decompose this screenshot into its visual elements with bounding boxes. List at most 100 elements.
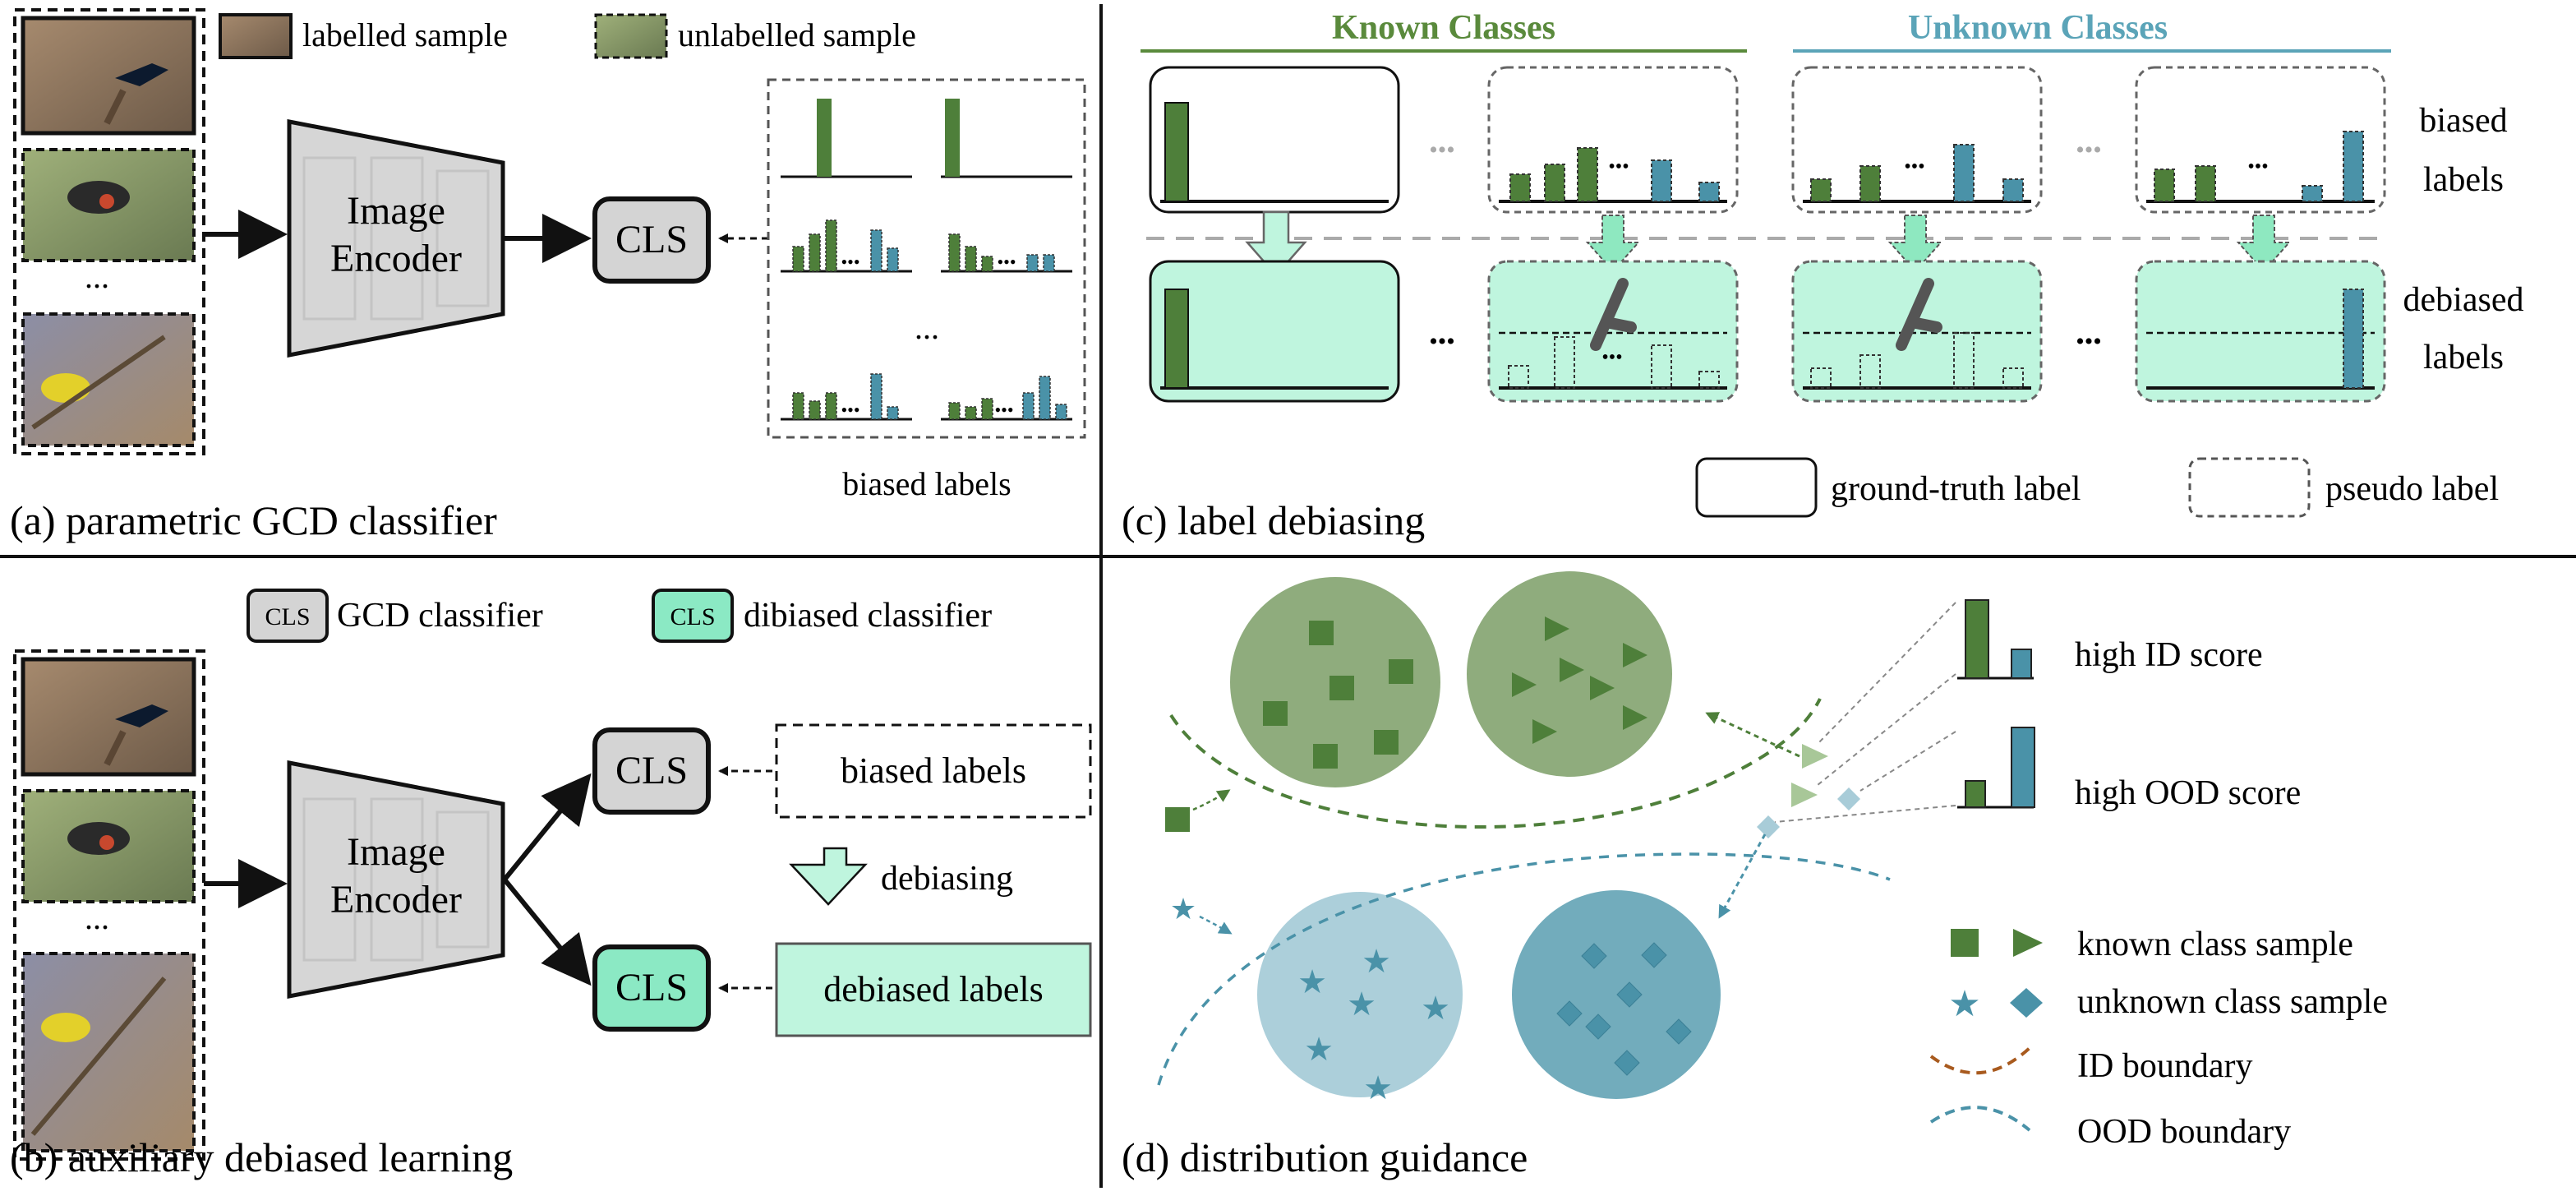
cls-box: [592, 196, 711, 284]
row2-label-line1: debiased: [2403, 281, 2524, 319]
debiasing-label: debiasing: [881, 860, 1013, 898]
svg-text:•••: •••: [841, 399, 859, 420]
boundary-diamond-2: [1757, 815, 1780, 838]
id-boundary-curve: [1169, 698, 1822, 829]
gt-bar: [1164, 102, 1189, 202]
bird-photo-1: [21, 16, 196, 136]
gt-label-legend-text: ground-truth label: [1831, 470, 2081, 508]
down-arrow-u2: [2236, 215, 2292, 273]
svg-text:•••: •••: [1601, 347, 1622, 368]
debiased-bars-u1: [1810, 332, 2024, 389]
panel-b-caption: (b) auxiliary debiased learning: [10, 1134, 513, 1180]
encoder-label-line2: Encoder: [330, 237, 462, 280]
debiasing-arrow-icon: [789, 847, 868, 906]
panel-d: ★ ★ ★ ★ ★ ★ ★: [1122, 571, 2388, 1180]
bird-photo-3: [21, 312, 196, 447]
debiased-labels-text-b: debiased labels: [823, 969, 1044, 1009]
down-arrow-u1: [1887, 215, 1943, 273]
pull-to-unknown-arrow: [1718, 834, 1767, 919]
legend-ood-boundary: [1929, 1106, 2031, 1132]
biased-labels-caption: biased labels: [842, 465, 1012, 502]
svg-text:★: ★: [1297, 963, 1327, 1000]
guidance-lines: [1774, 602, 1956, 823]
panel-c: Known Classes Unknown Classes ••• ••• ••…: [1122, 9, 2523, 543]
svg-text:•••: •••: [2247, 156, 2268, 178]
biased-labels-box: [767, 78, 1086, 439]
unknown-classes-header: Unknown Classes: [1908, 9, 2168, 47]
biased-labels-ellipsis: ...: [915, 309, 939, 346]
mini-bar-chart-a1: [781, 99, 912, 178]
boundary-triangle-2: [1791, 783, 1818, 807]
debiased-card-k: [1487, 260, 1739, 403]
gt-label-card-debiased: [1149, 260, 1400, 403]
pseudo-bars-k: •••: [1509, 147, 1720, 202]
gcd-cls-swatch-label: CLS: [265, 603, 310, 630]
encoder-to-cls-bottom-arrow: [502, 878, 592, 986]
cls-bottom-label: CLS: [615, 966, 688, 1009]
bird-photo-b2: [21, 789, 196, 903]
boundary-triangle-1: [1802, 744, 1828, 769]
encoder-b-label-line2: Encoder: [330, 878, 462, 921]
row1-label-line1: biased: [2419, 102, 2507, 140]
svg-text:★: ★: [1347, 986, 1376, 1023]
unknown-cluster-star: [1257, 892, 1463, 1097]
high-ood-score-chart: [1957, 727, 2035, 809]
pseudo-bars-u2: •••: [2154, 131, 2364, 202]
known-class-sample-label: known class sample: [2077, 926, 2353, 963]
known-triangle-markers: [1512, 616, 1647, 744]
gcd-cls-swatch: [247, 589, 329, 643]
stack-ellipsis-b: ...: [85, 899, 109, 936]
panel-d-caption: (d) distribution guidance: [1122, 1134, 1528, 1180]
unknown-class-sample-label: unknown class sample: [2077, 983, 2388, 1021]
svg-text:•••: •••: [994, 399, 1013, 420]
pull-to-known-arrow: [1705, 712, 1800, 758]
legend-known-triangle: [2013, 929, 2043, 957]
dots-c3: •••: [1429, 328, 1455, 355]
svg-text:★: ★: [1362, 943, 1391, 980]
image-encoder: Image Encoder: [287, 118, 505, 358]
down-arrow-gt: [1245, 210, 1307, 277]
cls-label: CLS: [615, 218, 688, 261]
pseudo-label-legend-text: pseudo label: [2325, 470, 2499, 508]
svg-text:•••: •••: [1608, 156, 1629, 178]
gt-label-legend-swatch: [1695, 457, 1818, 518]
bird-photo-b3: [21, 952, 196, 1152]
outlier-unknown-star: ★: [1170, 893, 1196, 926]
legend-known-square: [1951, 929, 1979, 957]
debiased-labels-box-b: [775, 942, 1092, 1037]
legend-unknown-diamond: [2010, 988, 2043, 1018]
debiased-cls-swatch: [652, 589, 734, 643]
mini-bar-chart-a6: •••: [941, 376, 1072, 421]
gt-bar-debiased: [1164, 289, 1189, 389]
gcd-classifier-label: GCD classifier: [337, 597, 543, 635]
down-arrow-k: [1585, 215, 1641, 273]
dots-c4: •••: [2076, 328, 2102, 355]
legend-id-boundary: [1929, 1046, 2031, 1075]
encoder-to-cls-top-arrow: [502, 773, 592, 881]
bird-photo-2: [21, 148, 196, 262]
dots-c1: •••: [1429, 136, 1455, 164]
high-id-score-label: high ID score: [2075, 636, 2263, 674]
stack-ellipsis: ...: [85, 258, 109, 295]
cls-top-label: CLS: [615, 749, 688, 792]
unlabelled-sample-label: unlabelled sample: [678, 16, 916, 53]
pseudo-label-card-u1: [1791, 66, 2043, 214]
cls-box-top: [592, 727, 711, 815]
debiased-cls-swatch-label: CLS: [670, 603, 715, 630]
svg-text:★: ★: [1363, 1069, 1393, 1106]
svg-text:★: ★: [1421, 990, 1450, 1027]
ood-boundary-curve: [1157, 852, 1891, 1086]
debiased-bar-u2: [2343, 289, 2364, 389]
cross-mark-u1-icon: [1896, 278, 1942, 351]
svg-text:•••: •••: [841, 252, 859, 272]
svg-text:★: ★: [1304, 1031, 1334, 1068]
ood-boundary-label: OOD boundary: [2077, 1113, 2291, 1151]
biased-labels-text-b: biased labels: [841, 750, 1026, 791]
pseudo-bars-u1: •••: [1810, 144, 2024, 202]
debiased-card-u2: [2135, 260, 2386, 403]
mini-bar-chart-a3: •••: [781, 219, 912, 273]
unknown-star-markers: ★ ★ ★ ★ ★ ★: [1297, 943, 1450, 1106]
high-id-score-chart: [1957, 599, 2034, 680]
mini-bar-chart-a2: [941, 99, 1072, 178]
pseudo-label-legend-swatch: [2188, 457, 2311, 518]
